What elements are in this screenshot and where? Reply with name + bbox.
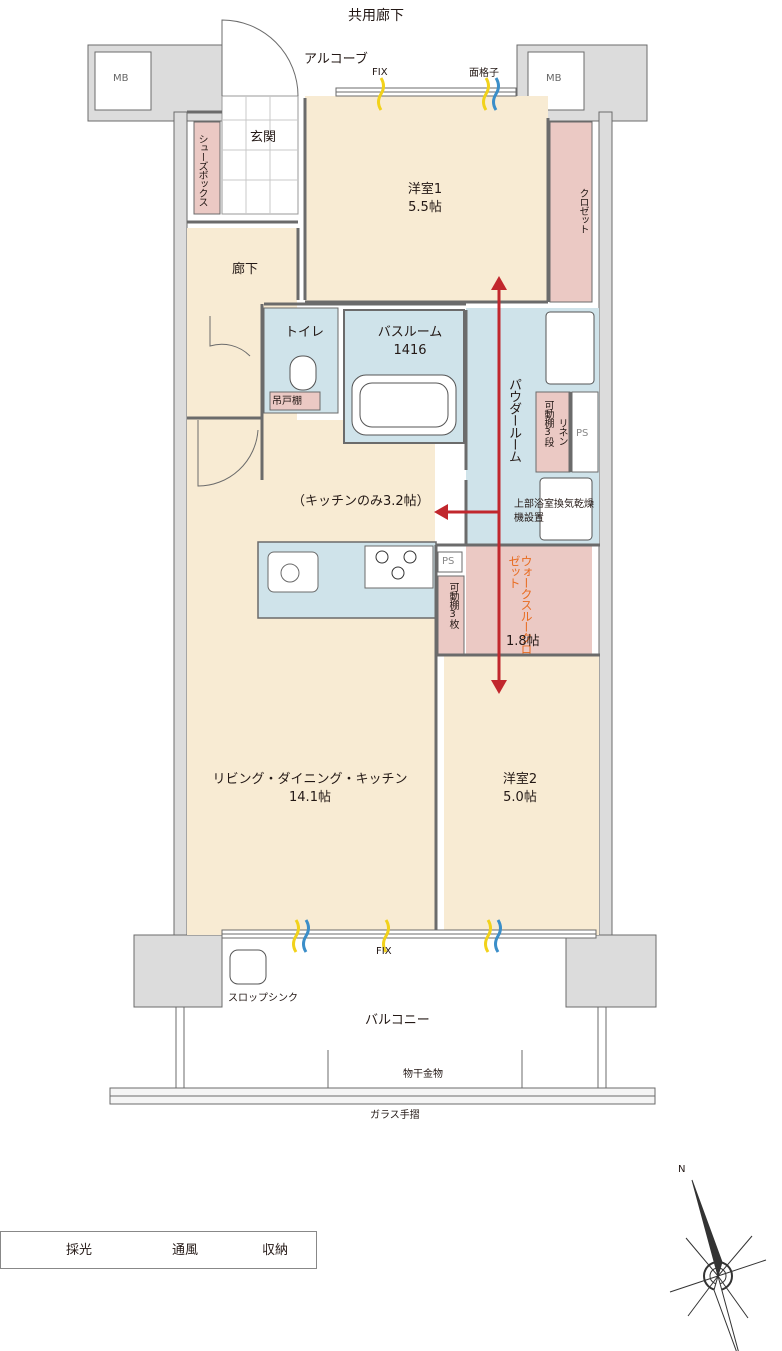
ldk-size: 14.1帖 [289,790,331,805]
shoe-box-label: シューズボックス [196,134,207,206]
legend-storage: 収納 [262,1243,289,1258]
slop-sink-label: スロップシンク [228,993,298,1004]
bedroom2-size: 5.0帖 [503,790,537,805]
legend-light: 採光 [66,1243,93,1258]
clothes-hanger-label: 物干金物 [403,1069,443,1080]
glass-railing-label: ガラス手摺 [370,1110,420,1121]
dryer-label: 上部浴室換気乾燥機設置 [514,499,594,524]
ps-upper-label: PS [576,428,589,439]
doors [197,19,299,487]
powder-room-label: パウダールーム [506,378,521,462]
bedroom1-size: 5.5帖 [408,200,442,215]
grille-label: 面格子 [469,68,499,79]
legend [0,1231,317,1269]
adjustable-shelf-3b-label: 可動棚3枚 [447,582,458,628]
fix-bottom-label: FIX [376,946,392,957]
balcony-label: バルコニー [365,1013,430,1028]
adjustable-shelf-3-label: 可動棚3段 [542,400,553,446]
alcove-label: アルコーブ [304,52,368,67]
hanging-shelf-label: 吊戸棚 [272,396,302,407]
light-air-markers [292,77,502,953]
linen-label: リネン [556,418,567,445]
bathroom-size: 1416 [393,343,427,358]
compass-rose [669,1179,767,1351]
kitchen-only-label: （キッチンのみ3.2帖） [292,494,430,509]
bedroom1-name: 洋室1 [407,182,443,197]
fixtures [229,311,595,985]
hallway-label: 廊下 [232,262,259,277]
entrance-label: 玄関 [250,130,277,145]
fix-top-label: FIX [372,67,388,78]
circulation-arrows [434,276,507,694]
ldk-name: リビング・ダイニング・キッチン [212,772,408,787]
walk-through-closet-size: 1.8帖 [506,634,540,649]
bedroom2-name: 洋室2 [502,772,538,787]
common-corridor-label: 共用廊下 [348,8,404,24]
bathroom-name: バスルーム [377,325,443,340]
mb-left-label: MB [113,73,129,84]
walk-through-closet-label: ウォークスルークロゼット [507,555,533,654]
closet-label: クロゼット [577,188,588,233]
ps-lower-label: PS [442,556,455,567]
toilet-label: トイレ [285,325,325,340]
balcony-railing [109,1007,656,1105]
north-label: N [678,1164,686,1175]
mb-right-label: MB [546,73,562,84]
legend-air: 通風 [172,1243,199,1258]
